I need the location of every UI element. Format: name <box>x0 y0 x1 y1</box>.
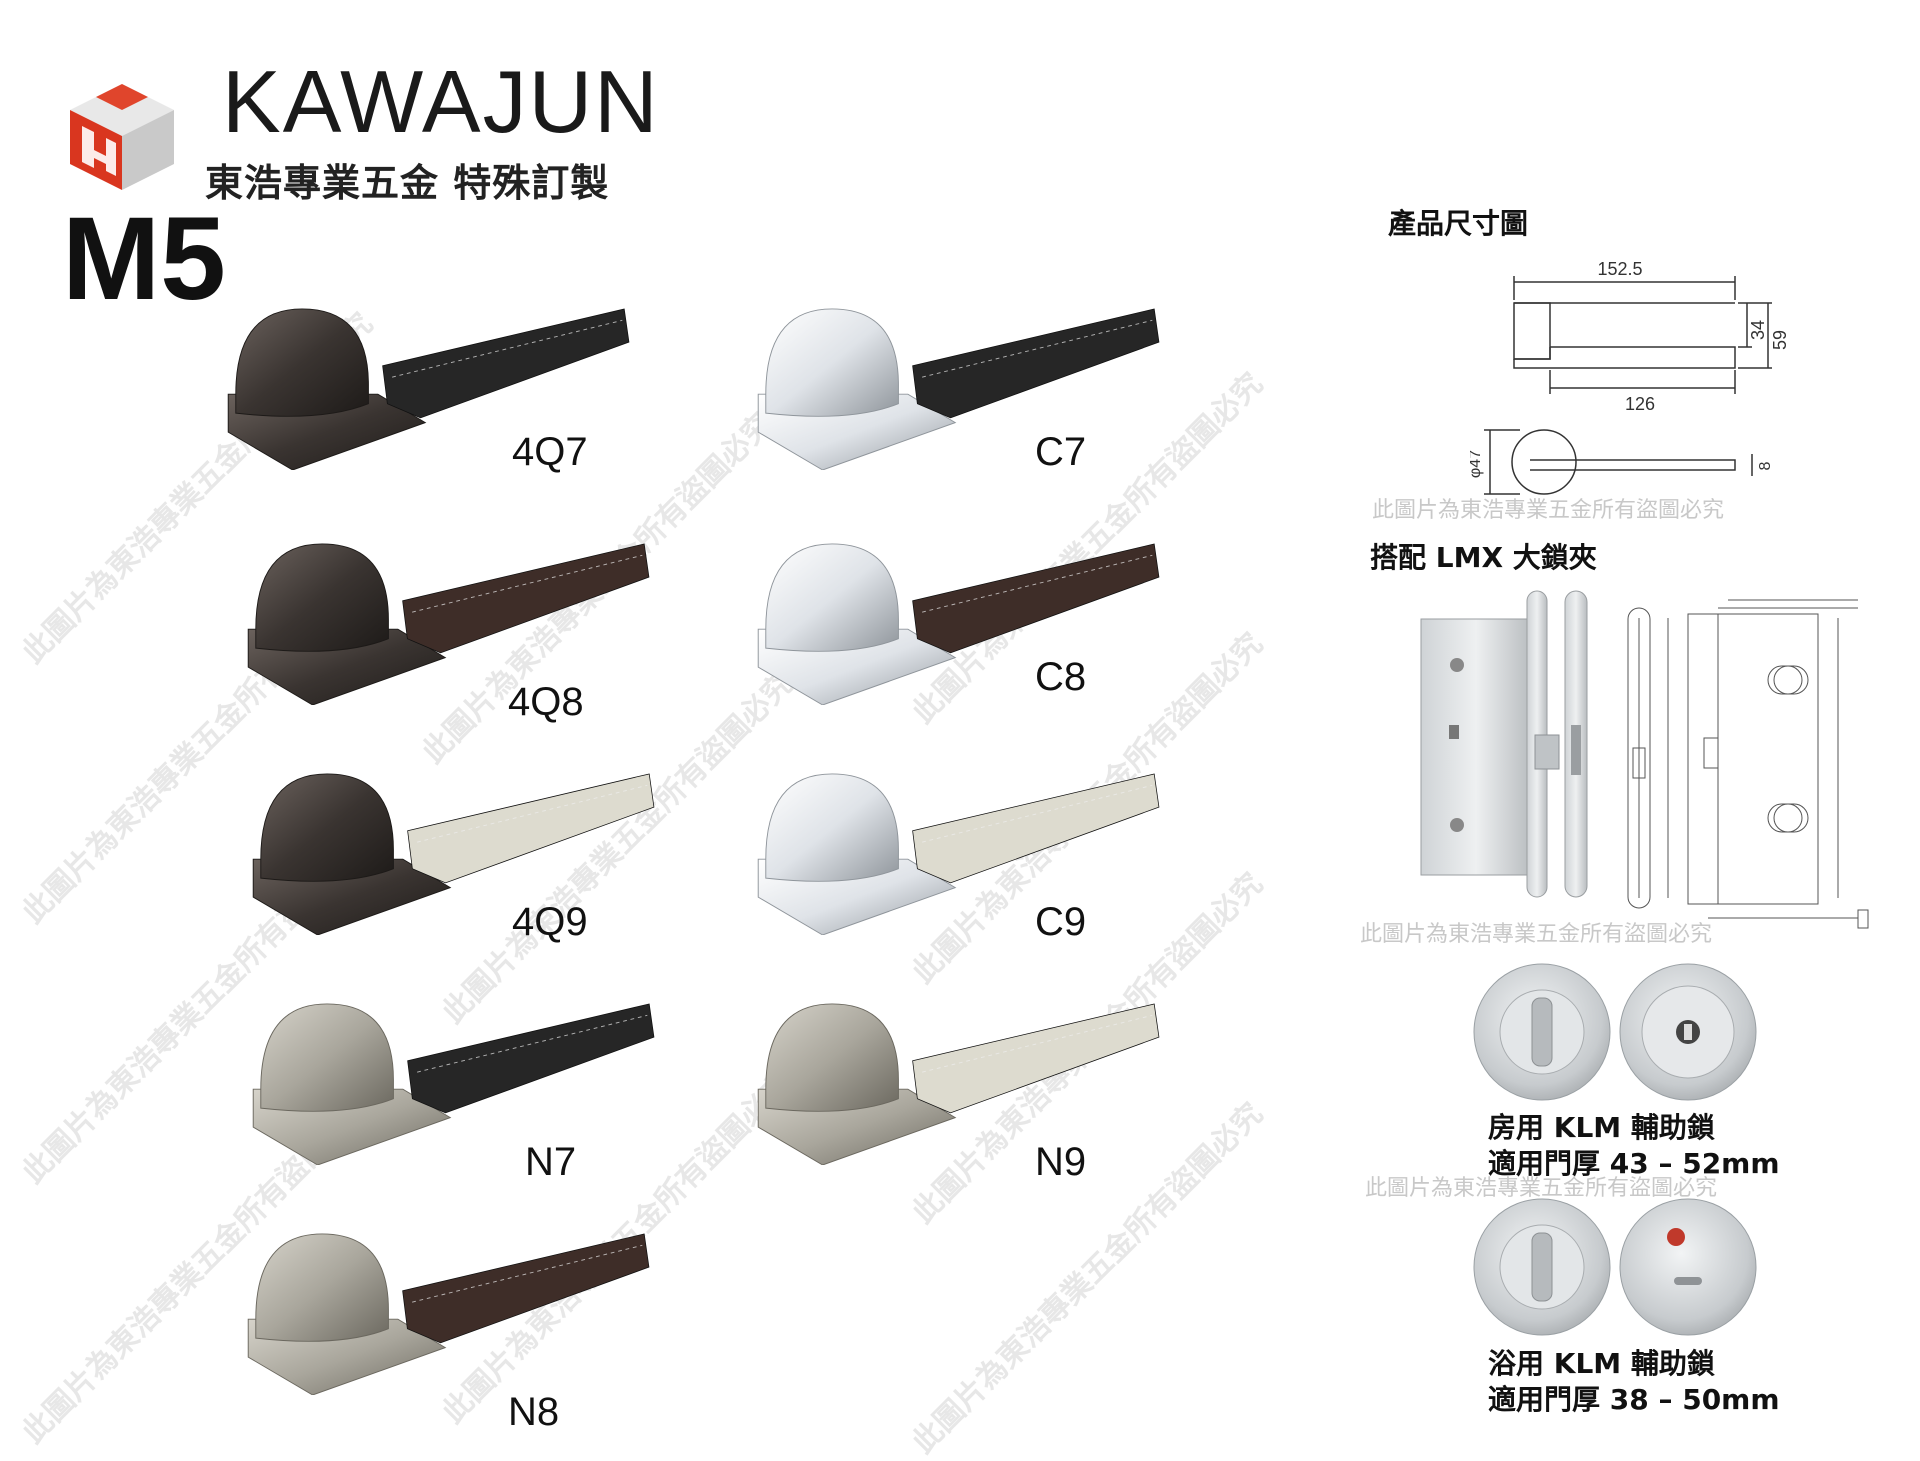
handle-image-4q8 <box>247 543 650 705</box>
handle-image-4q9 <box>252 773 655 935</box>
room-aux-lock-photo <box>1473 963 1757 1101</box>
product-code-label: N8 <box>508 1390 560 1434</box>
product-code-label: N7 <box>525 1140 577 1184</box>
bath-aux-lock-photo <box>1473 1198 1757 1336</box>
dim-lever-label: 126 <box>1625 394 1655 414</box>
product-code-label: C7 <box>1035 430 1087 474</box>
bath-aux-lock-name: 浴用 KLM 輔助鎖 <box>1488 1347 1715 1380</box>
bath-aux-lock-thickness: 適用門厚 38 – 50mm <box>1488 1383 1780 1416</box>
dim-diameter-label: φ47 <box>1470 450 1484 478</box>
handle-image-n9 <box>757 1003 1160 1165</box>
handle-image-c8 <box>757 543 1160 705</box>
lock-body-photo <box>1420 590 1588 898</box>
dim-height-small-label: 34 <box>1748 320 1768 340</box>
product-code-label: C8 <box>1035 655 1087 699</box>
brand-slogan: 東浩專業五金 特殊訂製 <box>205 161 610 205</box>
product-code-label: 4Q7 <box>512 430 588 474</box>
watermark-text: 此圖片為東浩專業五金所有盜圖必究 <box>1365 1176 1718 1201</box>
room-aux-lock-thickness: 適用門厚 43 – 52mm <box>1488 1147 1780 1180</box>
handle-image-c9 <box>757 773 1160 935</box>
handle-image-c7 <box>757 308 1160 470</box>
handle-image-n8 <box>247 1233 650 1395</box>
watermark-text: 此圖片為東浩專業五金所有盜圖必究 <box>1360 922 1713 947</box>
dim-thickness-label: 8 <box>1757 461 1774 470</box>
dim-height-large-label: 59 <box>1770 330 1790 350</box>
handle-image-n7 <box>252 1003 655 1165</box>
dimension-title: 產品尺寸圖 <box>1388 207 1529 240</box>
handle-image-4q7 <box>227 308 630 470</box>
product-code-label: 4Q9 <box>512 900 588 944</box>
dimension-diagram: 152.5 126 34 59 φ47 8 <box>1470 259 1790 495</box>
watermark-text: 此圖片為東浩專業五金所有盜圖必究 <box>1372 498 1725 523</box>
room-aux-lock-name: 房用 KLM 輔助鎖 <box>1488 1111 1715 1144</box>
brand-name: KAWAJUN <box>222 52 660 151</box>
lock-body-title: 搭配 LMX 大鎖夾 <box>1370 541 1597 574</box>
kawajun-logo <box>70 84 174 190</box>
dim-length-label: 152.5 <box>1597 259 1642 279</box>
bath-aux-lock-caption: 浴用 KLM 輔助鎖 適用門厚 38 – 50mm <box>1488 1346 1780 1418</box>
product-code-label: C9 <box>1035 900 1087 944</box>
product-code-label: 4Q8 <box>508 680 584 724</box>
lock-body-diagram <box>1627 599 1869 929</box>
room-aux-lock-caption: 房用 KLM 輔助鎖 適用門厚 43 – 52mm <box>1488 1110 1780 1182</box>
model-title: M5 <box>62 193 226 325</box>
product-code-label: N9 <box>1035 1140 1087 1184</box>
